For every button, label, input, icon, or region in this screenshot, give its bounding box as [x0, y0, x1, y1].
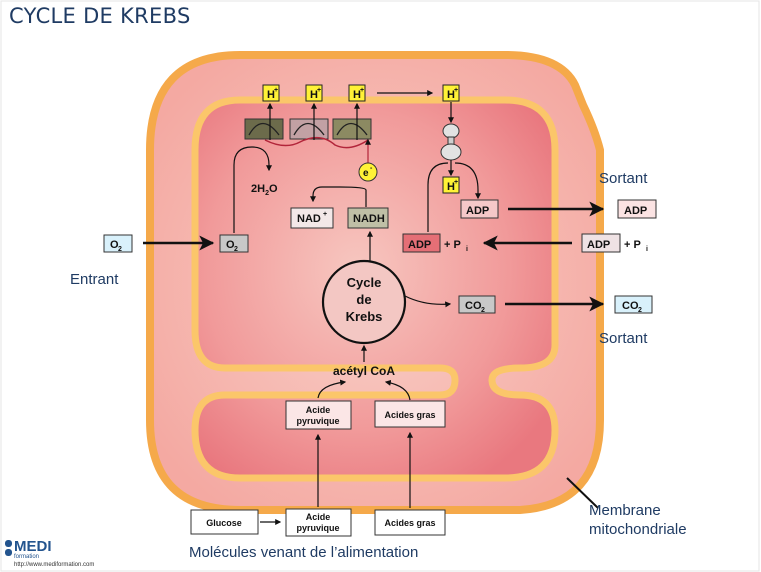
logo-url: http://www.mediformation.com [14, 562, 94, 568]
svg-text:Acide: Acide [306, 405, 331, 415]
protein-complex-3 [333, 119, 371, 139]
svg-text:NAD: NAD [297, 213, 321, 225]
h-plus-box-4: H + [443, 85, 459, 101]
svg-text:ADP: ADP [624, 205, 647, 217]
svg-text:Acides gras: Acides gras [384, 410, 435, 420]
co2-inside-box: CO 2 [459, 296, 495, 314]
glucose-box: Glucose [191, 510, 258, 534]
svg-text:2: 2 [638, 307, 642, 314]
co2-outside-box: CO 2 [615, 296, 652, 314]
nadh-box: NADH [348, 208, 388, 228]
svg-text:2: 2 [481, 307, 485, 314]
logo-mark-icon [4, 540, 13, 557]
membrane-label-line1: Membrane [589, 502, 661, 519]
sortant-bottom-label: Sortant [599, 330, 648, 347]
o2-inside-box: O 2 [220, 235, 248, 253]
svg-text:+: + [317, 87, 321, 94]
acides-gras-box: Acides gras [375, 510, 445, 535]
svg-text:de: de [356, 292, 371, 307]
svg-text:2: 2 [234, 246, 238, 253]
adp-out-box: ADP [618, 200, 656, 218]
mediformation-logo: MEDI formation [14, 539, 52, 561]
svg-text:ADP: ADP [587, 239, 610, 251]
svg-text:pyruvique: pyruvique [296, 523, 339, 533]
svg-text:+ P: + P [444, 239, 461, 251]
svg-text:Acides gras: Acides gras [384, 518, 435, 528]
water-label: 2H2O [251, 183, 278, 197]
sortant-top-label: Sortant [599, 170, 648, 187]
svg-text:CO: CO [465, 300, 482, 312]
electron-circle: e - [359, 163, 377, 181]
logo-sub: formation [14, 554, 52, 561]
svg-text:+: + [274, 87, 278, 94]
svg-text:ADP: ADP [466, 205, 489, 217]
svg-text:+: + [454, 87, 458, 94]
entrant-label: Entrant [70, 271, 119, 288]
nad-box: NAD + [291, 208, 333, 228]
svg-text:+ P: + P [624, 239, 641, 251]
svg-text:i: i [646, 246, 648, 253]
h-plus-box-5: H + [443, 177, 459, 193]
acide-pyruvique-matrix-box: Acide pyruvique [286, 401, 351, 429]
svg-text:2: 2 [118, 246, 122, 253]
h-plus-box-1: H + [263, 85, 279, 101]
svg-text:CO: CO [622, 300, 639, 312]
h-plus-box-2: H + [306, 85, 322, 101]
svg-text:NADH: NADH [353, 213, 385, 225]
svg-text:i: i [466, 246, 468, 253]
adp-pi-outer: ADP + P i [582, 234, 648, 253]
membrane-label-line2: mitochondriale [589, 521, 687, 538]
acide-pyruvique-box: Acide pyruvique [286, 509, 351, 536]
acetyl-coa-label: acétyl CoA [333, 364, 395, 378]
svg-text:ADP: ADP [408, 239, 431, 251]
svg-text:+: + [323, 211, 327, 218]
svg-text:+: + [360, 87, 364, 94]
svg-text:+: + [454, 179, 458, 186]
svg-text:Krebs: Krebs [346, 309, 383, 324]
svg-text:Cycle: Cycle [347, 275, 382, 290]
svg-text:Acide: Acide [306, 512, 331, 522]
adp-matrix-box: ADP [461, 200, 498, 218]
svg-text:pyruvique: pyruvique [296, 416, 339, 426]
protein-complex-1 [245, 119, 283, 139]
logo-name: MEDI [14, 539, 52, 554]
protein-complex-2 [290, 119, 328, 139]
svg-text:Glucose: Glucose [206, 518, 242, 528]
svg-text:e: e [363, 168, 369, 179]
krebs-cycle: Cycle de Krebs [323, 261, 405, 343]
o2-outside-box: O 2 [104, 235, 132, 253]
acides-gras-matrix-box: Acides gras [375, 401, 445, 427]
molecules-caption: Molécules venant de l’alimentation [189, 544, 418, 561]
h-plus-box-3: H + [349, 85, 365, 101]
